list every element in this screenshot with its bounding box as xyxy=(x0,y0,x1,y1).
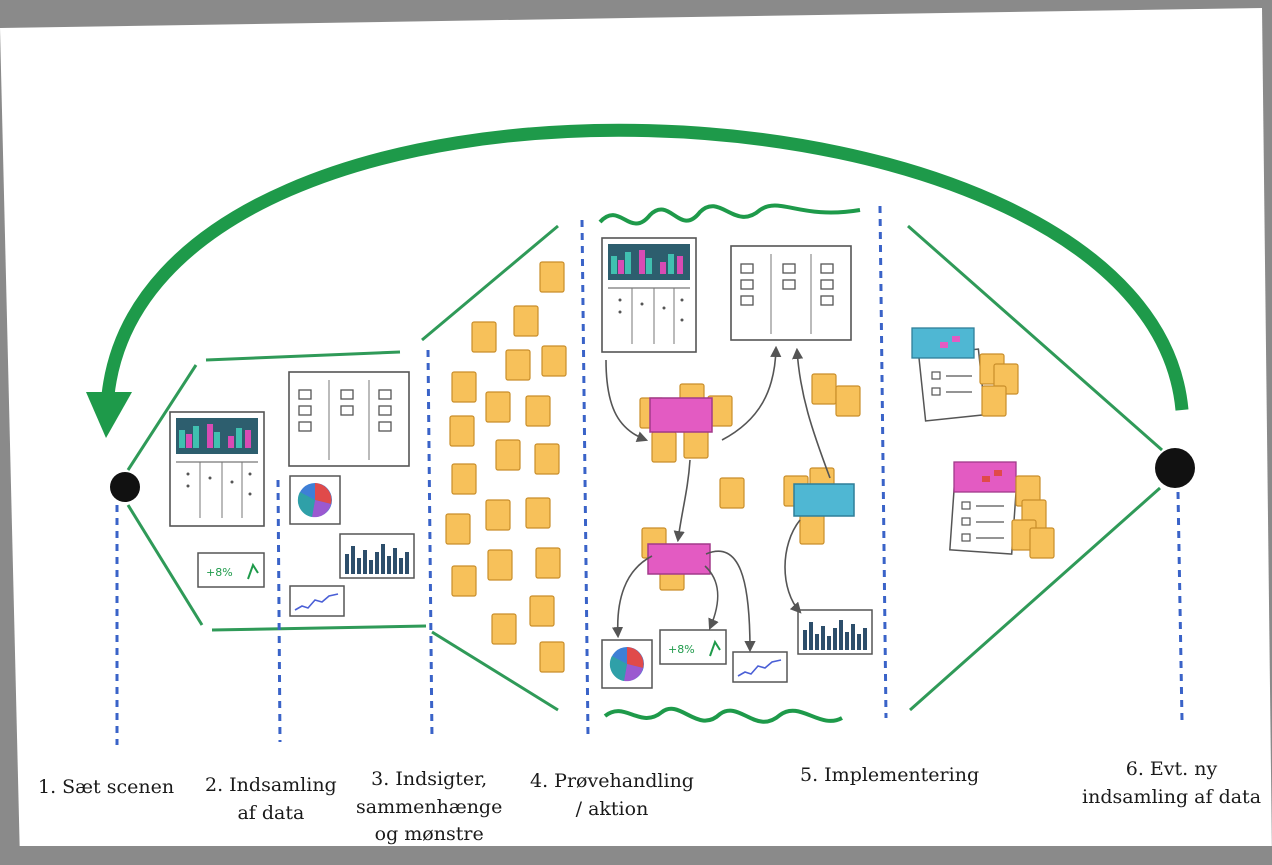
implementation-doc-cyan xyxy=(911,327,1019,422)
loop-arrowhead-icon xyxy=(86,392,132,438)
squiggle-bottom xyxy=(603,706,843,724)
flow-arrows xyxy=(605,345,831,653)
pie-chart-icon xyxy=(289,475,341,525)
layout-board-icon xyxy=(730,245,852,341)
line-chart-icon xyxy=(289,585,345,617)
line-chart-icon xyxy=(732,651,788,683)
phase-label-6: 6. Evt. ny indsamling af data xyxy=(1082,758,1262,808)
sticky-group-pink-top xyxy=(639,383,733,463)
phase-separators xyxy=(115,205,1184,745)
kpi-card-icon: +8% xyxy=(197,552,265,588)
squiggle-top xyxy=(598,203,861,226)
phase-label-5: 5. Implementering xyxy=(800,764,980,786)
dashboard-icon xyxy=(169,411,265,527)
phase-label-3: 3. Indsigter, sammenhænge og mønstre xyxy=(356,768,503,846)
phase-label-4: 4. Prøvehandling / aktion xyxy=(530,770,694,820)
funnel-outline xyxy=(126,224,1163,712)
dashboard-icon xyxy=(601,237,697,353)
bar-chart-icon xyxy=(339,533,415,579)
svg-text:+8%: +8% xyxy=(206,566,233,579)
bar-chart-icon xyxy=(797,609,873,655)
end-node-icon xyxy=(1155,448,1195,488)
phase-label-2: 2. Indsamling af data xyxy=(205,774,337,824)
page-bottom-band xyxy=(0,846,1272,861)
sticky-group-cyan xyxy=(783,373,861,545)
svg-text:+8%: +8% xyxy=(668,643,695,656)
kpi-card-icon: +8% xyxy=(659,629,727,665)
loop-arrow-icon xyxy=(101,123,1189,411)
phase-label-1: 1. Sæt scenen xyxy=(38,776,175,798)
start-node-icon xyxy=(110,472,140,502)
pie-chart-icon xyxy=(601,639,653,689)
implementation-doc-pink xyxy=(949,461,1055,559)
sticky-group-pink-bottom xyxy=(641,527,711,591)
sticky-note-icon xyxy=(719,477,745,509)
layout-board-icon xyxy=(288,371,410,467)
